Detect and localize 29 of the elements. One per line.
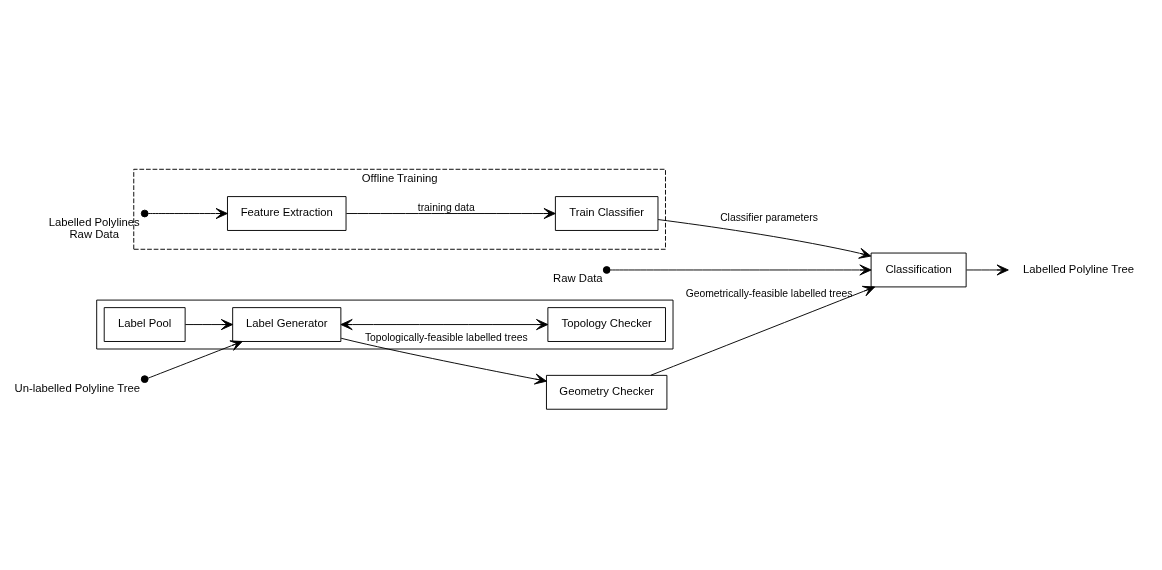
edge-label: training data (417, 201, 475, 213)
arrow (650, 285, 876, 376)
edge-label: Topologically-feasible labelled trees (364, 331, 528, 343)
arrow (184, 318, 234, 330)
arrow (147, 207, 228, 219)
node-box: Classification (870, 252, 967, 287)
arrow (340, 318, 549, 330)
node-text: Labelled Polyline Tree (1023, 262, 1135, 275)
edge-label: Classifier parameters (720, 211, 818, 223)
arrow (147, 339, 243, 379)
node-label: Labelled Polylines (48, 215, 140, 228)
node-circle (602, 265, 611, 274)
node-box: Train Classifier (554, 195, 659, 231)
node-label: Raw Data (69, 227, 120, 240)
arrow (657, 218, 872, 259)
arrow (340, 337, 547, 385)
node-box: Geometry Checker (546, 374, 668, 410)
edge-label: Geometrically-feasible labelled trees (685, 287, 853, 299)
arrow (609, 263, 872, 276)
node-label: Un-labelled Polyline Tree (14, 381, 141, 394)
node-box: Topology Checker (547, 306, 666, 342)
arrow (345, 207, 556, 219)
node-box: Label Pool (103, 306, 186, 342)
node-label: Raw Data (553, 271, 603, 284)
node-box: Label Generator (232, 306, 342, 342)
node-circle (140, 374, 149, 383)
node-box: Feature Extraction (227, 195, 347, 231)
arrow (966, 263, 1009, 276)
node-circle (140, 209, 149, 217)
